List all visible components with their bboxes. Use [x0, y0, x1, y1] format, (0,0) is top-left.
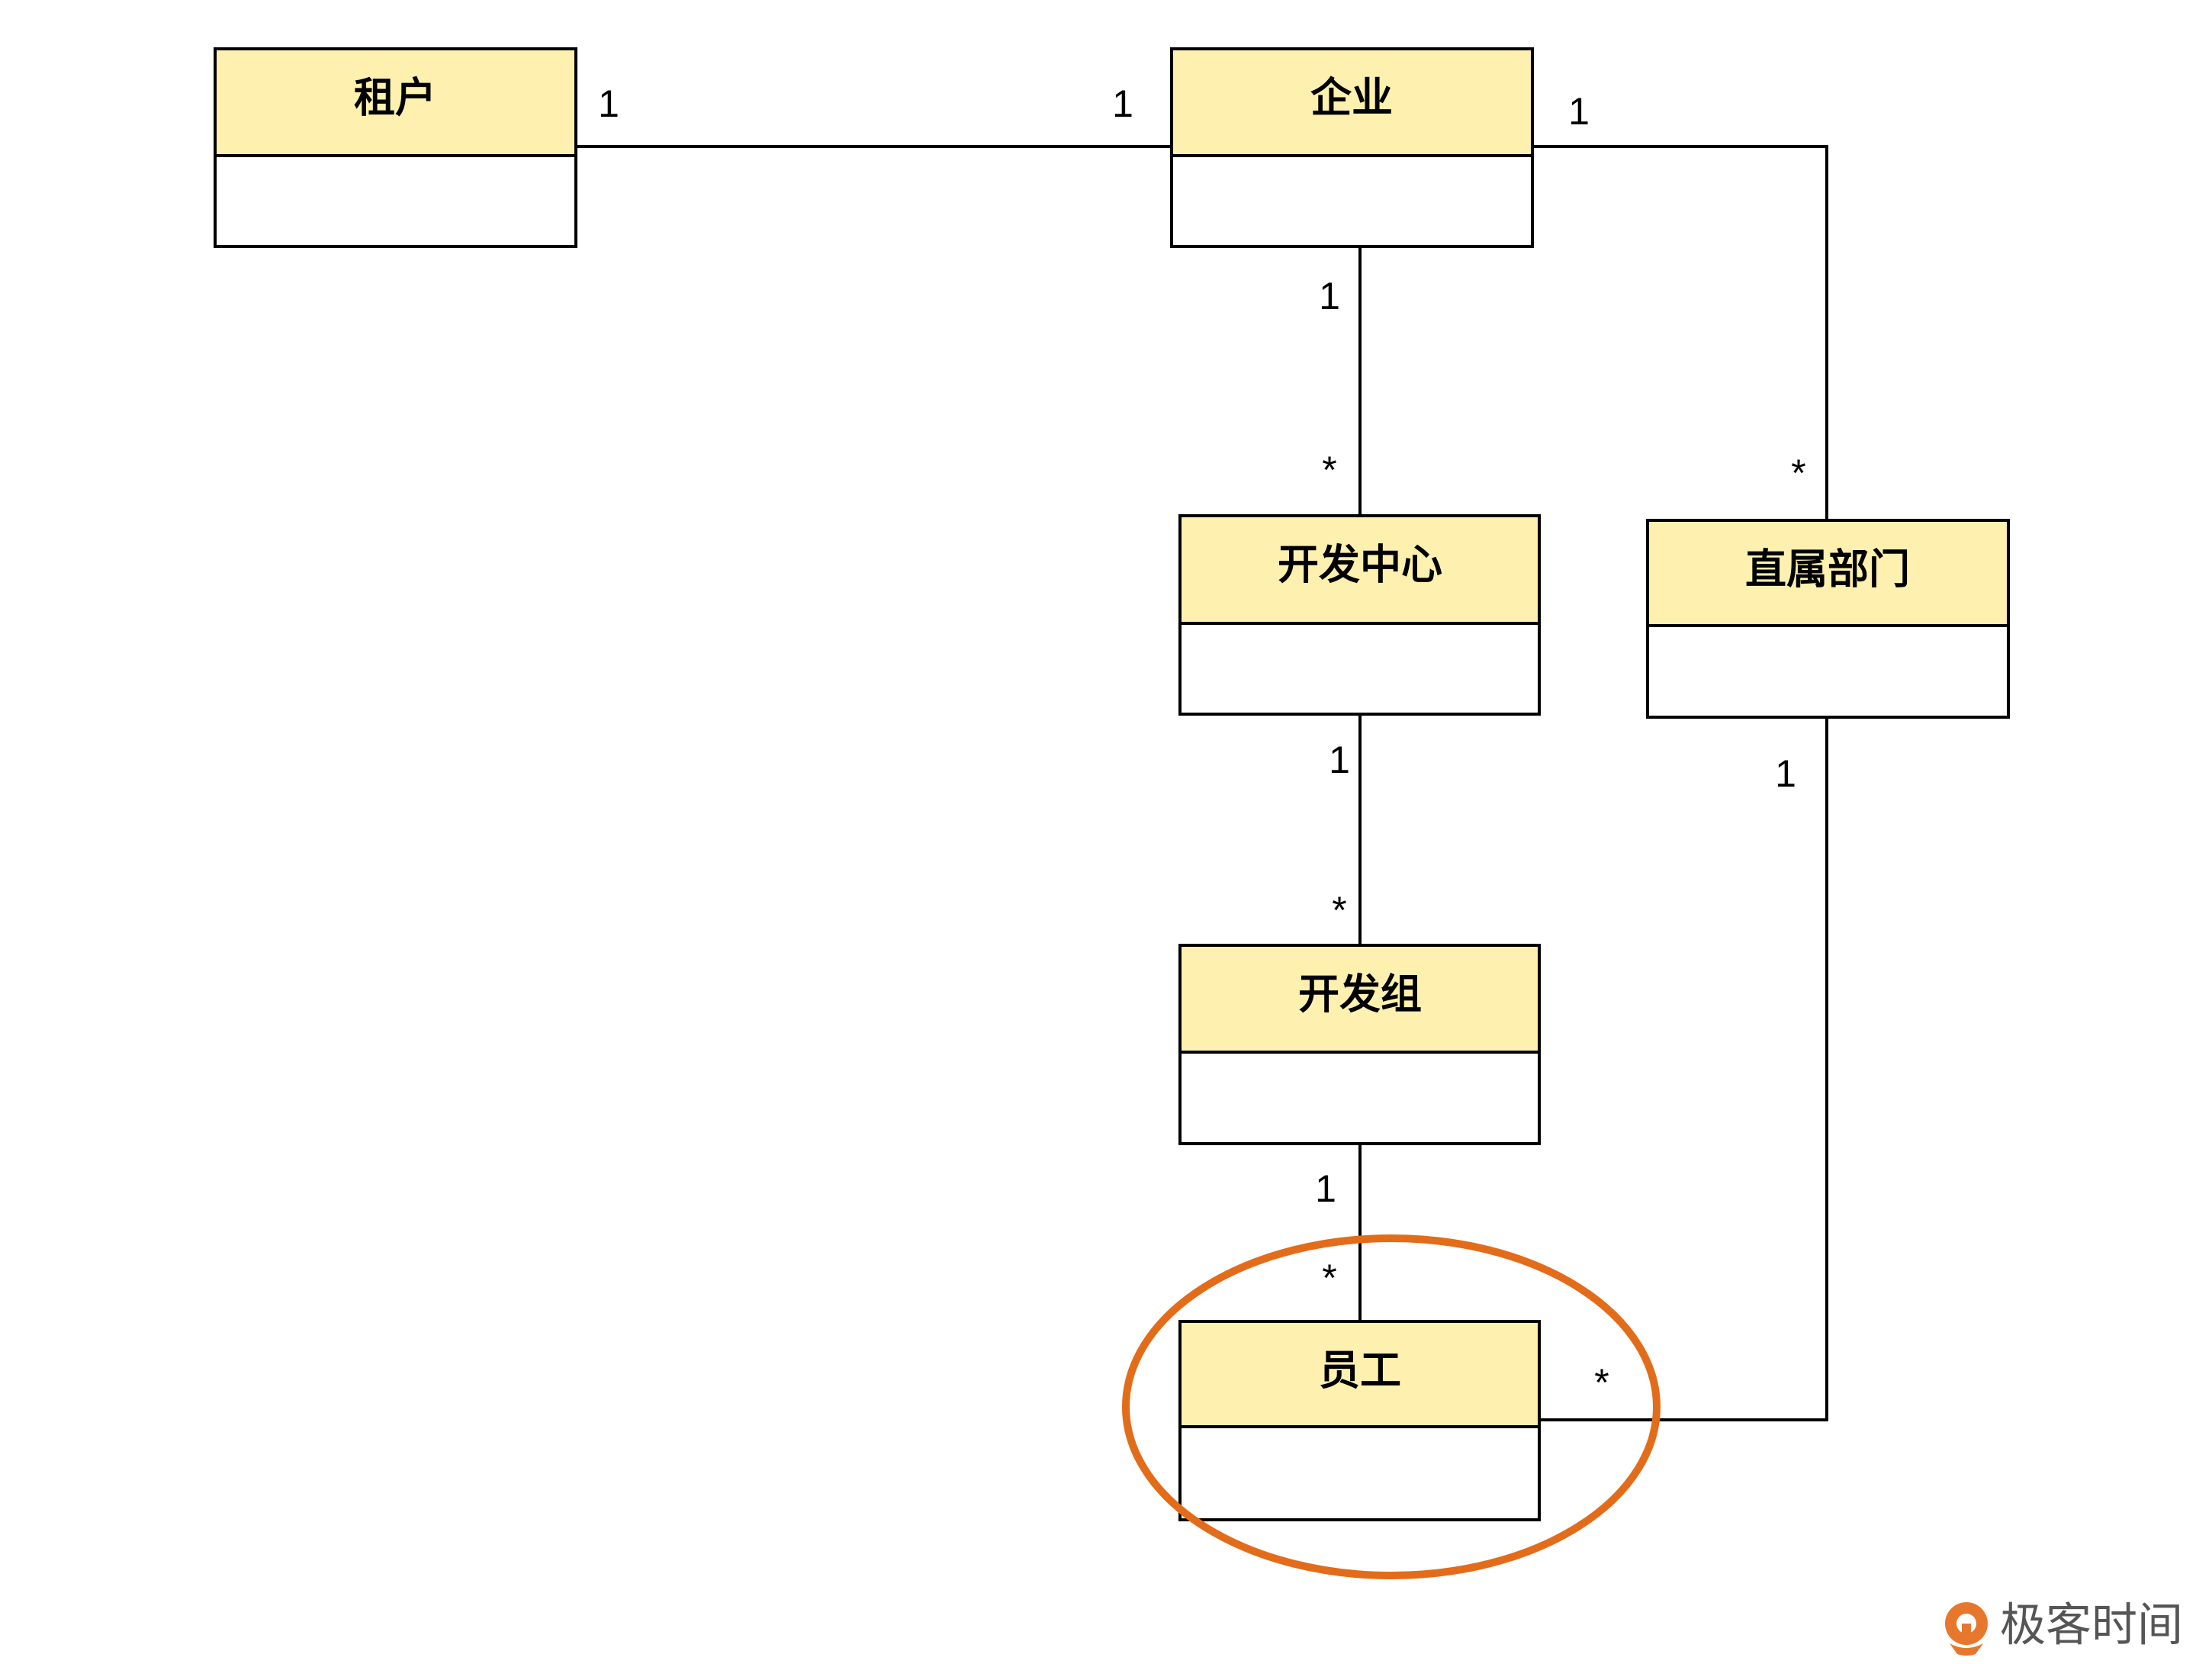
class-enterprise[interactable]: 企业: [1170, 47, 1534, 248]
class-dev-group[interactable]: 开发组: [1178, 944, 1541, 1145]
class-dev-center[interactable]: 开发中心: [1178, 514, 1541, 716]
logo-text: 极客时间: [2000, 1599, 2183, 1653]
multiplicity-label: *: [1791, 452, 1805, 494]
multiplicity-label: *: [1322, 1257, 1336, 1299]
associations: [576, 145, 1828, 1421]
multiplicity-label: 1: [598, 82, 619, 125]
multiplicity-label: 1: [1112, 82, 1133, 125]
class-employee[interactable]: 员工: [1178, 1320, 1541, 1521]
multiplicity-label: *: [1594, 1361, 1609, 1404]
multiplicity-label: *: [1332, 889, 1346, 932]
class-dev-group-name: 开发组: [1298, 970, 1422, 1019]
class-employee-name: 员工: [1319, 1347, 1401, 1395]
class-direct-dept[interactable]: 直属部门: [1646, 519, 2010, 719]
class-enterprise-name: 企业: [1310, 74, 1393, 122]
highlight-ellipse: [1122, 1234, 1661, 1579]
geektime-logo: 极客时间: [1945, 1599, 2183, 1656]
multiplicity-label: 1: [1319, 275, 1340, 317]
class-direct-dept-name: 直属部门: [1745, 546, 1910, 594]
multiplicity-label: 1: [1568, 90, 1590, 133]
class-tenant[interactable]: 租户: [214, 47, 577, 248]
assoc-direct-dept-employee: [1539, 717, 1828, 1421]
multiplicity-label: 1: [1315, 1167, 1336, 1210]
multiplicity-label: 1: [1329, 739, 1350, 781]
multiplicity-label: 1: [1775, 752, 1796, 795]
multiplicity-labels: 1 1 1 1 * * 1 1 * 1 * *: [598, 82, 1806, 1404]
assoc-enterprise-direct-dept: [1532, 145, 1828, 520]
multiplicity-label: *: [1322, 449, 1336, 491]
class-tenant-name: 租户: [354, 74, 436, 122]
class-dev-center-name: 开发中心: [1278, 541, 1442, 589]
